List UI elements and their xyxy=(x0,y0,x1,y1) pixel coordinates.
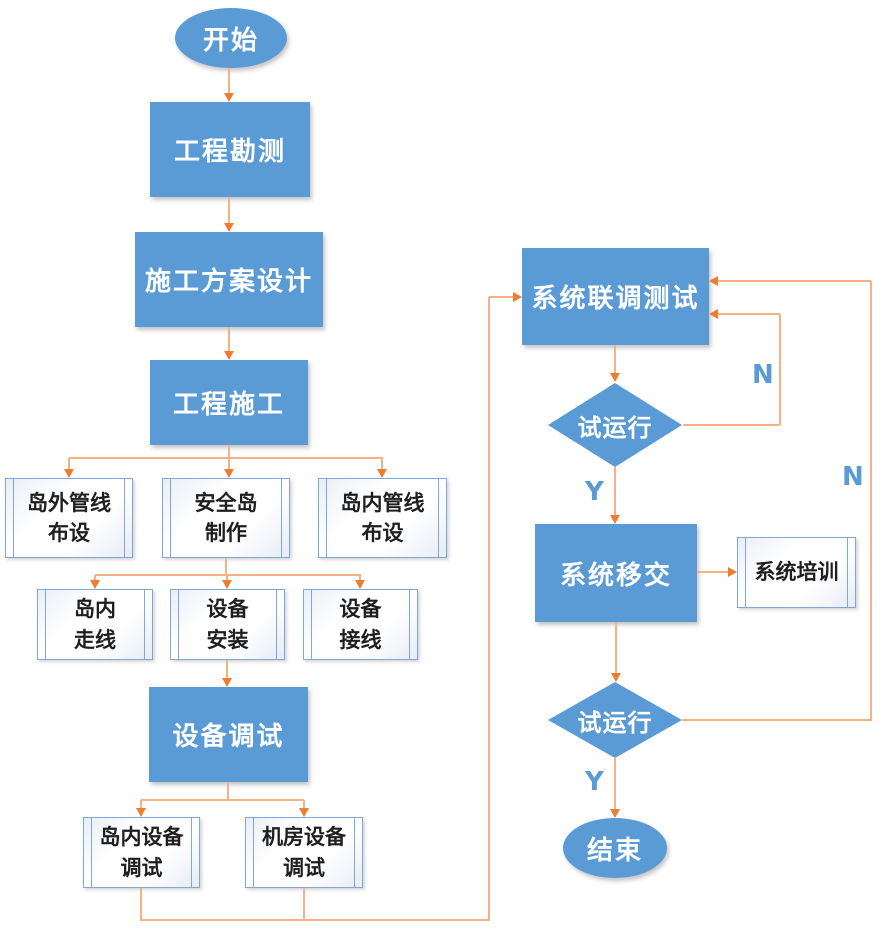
connector-segment xyxy=(140,800,142,811)
connector-segment xyxy=(870,281,872,720)
decision-trial-run-1-label: 试运行 xyxy=(577,413,653,442)
subprocess-pipeline-outside-label: 岛外管线 布设 xyxy=(27,490,111,545)
decision-trial-run-1: 试运行 xyxy=(548,383,682,467)
arrowhead-down xyxy=(355,580,365,589)
connector-segment xyxy=(228,458,230,471)
connector-segment xyxy=(95,574,361,576)
subprocess-equip-wiring: 设备 接线 xyxy=(303,589,418,660)
connector-segment xyxy=(228,68,230,95)
terminator-end-label: 结束 xyxy=(586,835,643,866)
arrowhead-down xyxy=(64,469,74,478)
process-equip-debug-label: 设备调试 xyxy=(172,722,285,752)
process-construction: 工程施工 xyxy=(150,360,308,445)
subprocess-pipeline-inside: 岛内管线 布设 xyxy=(318,478,447,558)
arrowhead-left xyxy=(709,309,718,319)
connector-segment xyxy=(779,314,781,425)
connector-segment xyxy=(140,888,142,921)
process-design: 施工方案设计 xyxy=(135,232,323,327)
subprocess-room-equip-debug: 机房设备 调试 xyxy=(245,817,363,888)
connector-segment xyxy=(226,575,228,583)
subprocess-equip-install: 设备 安装 xyxy=(170,589,285,660)
branch-label-n1: N xyxy=(752,360,774,390)
arrowhead-down xyxy=(222,580,232,589)
subprocess-training-label: 系统培训 xyxy=(754,560,839,585)
connector-segment xyxy=(228,445,230,458)
terminator-start: 开始 xyxy=(175,8,287,68)
connector-segment xyxy=(614,757,616,811)
arrowhead-down xyxy=(224,469,234,478)
process-survey: 工程勘测 xyxy=(150,102,310,197)
connector-segment xyxy=(489,296,514,298)
arrowhead-down xyxy=(299,808,309,817)
branch-label-n2: N xyxy=(842,462,864,492)
connector-segment xyxy=(615,622,617,675)
connector-segment xyxy=(718,280,871,282)
branch-label-y1: Y xyxy=(585,477,604,507)
arrowhead-down xyxy=(224,223,234,232)
connector-segment xyxy=(228,197,230,225)
connector-segment xyxy=(303,800,305,811)
arrowhead-left xyxy=(709,276,718,286)
arrowhead-right xyxy=(728,567,737,577)
arrowhead-right xyxy=(513,292,522,302)
connector-segment xyxy=(614,345,616,375)
connector-segment xyxy=(141,799,304,801)
arrowhead-down xyxy=(611,673,621,682)
subprocess-equip-wiring-label: 设备 接线 xyxy=(339,597,382,652)
connector-segment xyxy=(225,558,227,575)
process-joint-test-label: 系统联调测试 xyxy=(531,284,700,314)
connector-segment xyxy=(359,575,361,583)
connector-segment xyxy=(226,660,228,680)
process-equip-debug: 设备调试 xyxy=(149,687,308,782)
branch-label-y2: Y xyxy=(585,767,604,797)
subprocess-island-make-label: 安全岛 制作 xyxy=(194,490,258,545)
connector-segment xyxy=(683,424,780,426)
process-joint-test: 系统联调测试 xyxy=(522,248,709,345)
subprocess-island-wiring-label: 岛内 走线 xyxy=(74,597,116,652)
arrowhead-down xyxy=(90,580,100,589)
process-design-label: 施工方案设计 xyxy=(144,267,313,297)
arrowhead-down xyxy=(222,678,232,687)
process-handover-label: 系统移交 xyxy=(559,560,672,591)
arrowhead-down xyxy=(224,93,234,102)
arrowhead-down xyxy=(610,515,620,524)
connector-segment xyxy=(69,457,383,459)
decision-trial-run-2: 试运行 xyxy=(548,682,682,758)
arrowhead-down xyxy=(224,351,234,360)
arrowhead-down xyxy=(610,809,620,818)
connector-segment xyxy=(227,782,229,800)
connector-segment xyxy=(381,458,383,471)
connector-segment xyxy=(94,575,96,583)
subprocess-pipeline-inside-label: 岛内管线 布设 xyxy=(340,490,425,545)
connector-segment xyxy=(614,467,616,517)
connector-segment xyxy=(68,458,70,471)
connector-segment xyxy=(697,571,729,573)
subprocess-equip-install-label: 设备 安装 xyxy=(206,597,249,652)
subprocess-room-equip-debug-label: 机房设备 调试 xyxy=(262,825,346,880)
terminator-start-label: 开始 xyxy=(202,25,259,56)
process-handover: 系统移交 xyxy=(535,524,697,622)
subprocess-island-make: 安全岛 制作 xyxy=(162,478,290,558)
connector-segment xyxy=(488,297,490,921)
subprocess-island-equip-debug-label: 岛内设备 调试 xyxy=(99,825,184,880)
connector-segment xyxy=(682,719,872,721)
subprocess-training: 系统培训 xyxy=(737,537,856,608)
subprocess-island-wiring: 岛内 走线 xyxy=(37,589,153,660)
decision-trial-run-2-label: 试运行 xyxy=(577,708,653,737)
terminator-end: 结束 xyxy=(563,818,667,878)
connector-segment xyxy=(141,919,490,921)
arrowhead-down xyxy=(610,373,620,382)
process-survey-label: 工程勘测 xyxy=(173,137,286,167)
connector-segment xyxy=(718,313,780,315)
arrowhead-down xyxy=(136,808,146,817)
subprocess-island-equip-debug: 岛内设备 调试 xyxy=(83,817,200,888)
arrowhead-down xyxy=(377,469,387,478)
subprocess-pipeline-outside: 岛外管线 布设 xyxy=(5,478,133,558)
process-construction-label: 工程施工 xyxy=(172,390,285,420)
connector-segment xyxy=(228,327,230,353)
connector-segment xyxy=(303,888,305,921)
